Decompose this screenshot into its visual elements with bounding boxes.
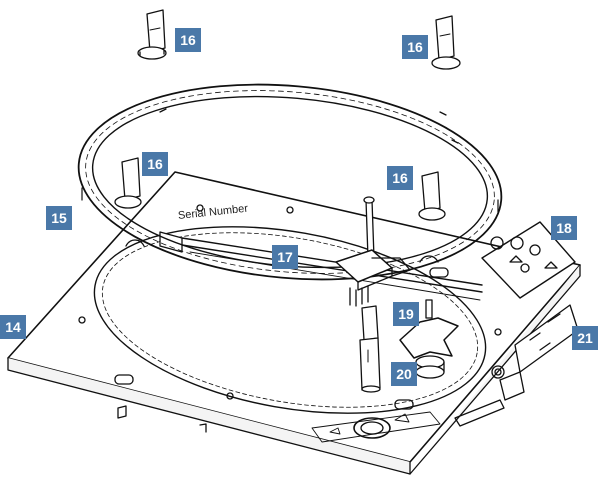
callout-18: 18 [556,220,572,236]
callout-box-20 [391,362,417,386]
star-knob [399,299,459,379]
callout-box-16b [402,35,428,59]
callout-box-19 [393,302,419,326]
bracket-top-left [137,9,167,60]
bracket-mid-left [114,157,142,209]
callout-16-top-right: 16 [407,39,423,55]
callout-15: 15 [51,210,67,226]
callout-14: 14 [5,319,21,335]
center-mount [335,196,411,307]
callout-17: 17 [277,249,293,265]
callout-16-mid-left: 16 [147,156,163,172]
control-panel [481,221,576,299]
callout-16-mid-right: 16 [392,170,408,186]
callout-box-18 [551,216,577,240]
callout-box-17 [272,245,298,269]
callout-20: 20 [396,366,412,382]
callout-box-16a [175,28,201,52]
callout-box-15 [46,206,72,230]
bracket-mid-right [418,171,446,221]
callout-16-top-left: 16 [180,32,196,48]
callout-box-16d [387,166,413,190]
bracket-top-right [431,15,461,70]
callout-boxes [0,28,598,386]
probe-shaft [359,305,381,393]
callout-box-16c [142,152,168,176]
callout-box-14 [0,315,26,339]
callout-box-21 [572,326,598,350]
callout-21: 21 [577,330,593,346]
callout-19: 19 [398,306,414,322]
base-plate [7,171,581,475]
bottom-connector [117,405,207,433]
